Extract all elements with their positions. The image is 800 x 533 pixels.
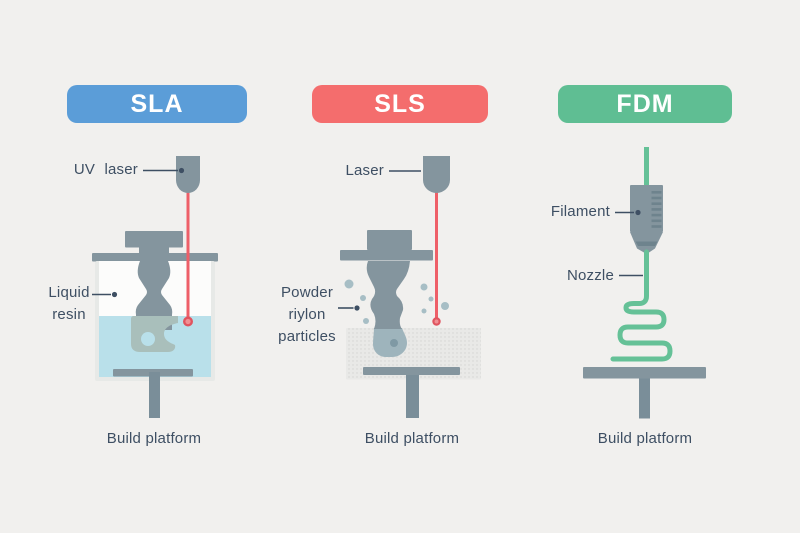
extruder-fin <box>651 219 662 223</box>
powder-particle <box>441 302 449 310</box>
label-powder-line3: particles <box>278 328 336 345</box>
label-nozzle: Nozzle <box>566 267 614 284</box>
powder-particle <box>363 318 369 324</box>
sls-laser-head-icon <box>423 156 450 193</box>
sls-machine <box>338 156 481 418</box>
sls-platform-stem <box>406 375 419 418</box>
extruder-fins <box>651 191 662 228</box>
sla-laser-spot-core <box>185 318 191 325</box>
liquid-resin-connector-dot <box>111 291 118 298</box>
label-powder-particles: Powder riylon particles <box>267 282 347 348</box>
label-sls-build-platform: Build platform <box>364 430 460 447</box>
powder-particle <box>360 295 366 301</box>
extruder-fin <box>651 202 662 205</box>
sls-carriage-bar <box>340 250 433 261</box>
sla-platform-stem <box>149 372 160 418</box>
sls-part-in-bed <box>373 328 407 357</box>
label-filament: Filament <box>550 203 610 220</box>
fdm-machine <box>583 147 706 419</box>
powder-particle <box>428 296 434 302</box>
label-powder-line1: Powder <box>280 284 334 301</box>
uv-laser-connector-dot <box>178 167 185 174</box>
sla-gantry-rail <box>92 253 218 262</box>
fdm-nozzle-band <box>635 241 658 246</box>
label-liquid-resin-line1: Liquid <box>48 284 90 301</box>
powder-particle <box>420 283 428 291</box>
fdm-header-badge: FDM <box>558 85 732 123</box>
sla-machine <box>92 156 218 418</box>
label-laser: Laser <box>345 162 384 179</box>
label-liquid-resin: Liquid resin <box>29 282 109 326</box>
fdm-build-platform <box>583 367 706 379</box>
sla-carriage-block <box>125 231 183 248</box>
label-powder-line2: riylon <box>288 306 326 323</box>
extruder-fin <box>651 213 662 217</box>
sla-laser-head-icon <box>176 156 200 193</box>
label-fdm-build-platform: Build platform <box>597 430 693 447</box>
sla-part-hole <box>141 332 155 346</box>
label-uv-laser: UV laser <box>73 161 138 178</box>
powder-particle <box>344 279 354 289</box>
sls-header-badge: SLS <box>312 85 488 123</box>
sls-laser-spot-core <box>434 319 439 324</box>
extruder-fin <box>651 196 662 200</box>
sla-header-badge: SLA <box>67 85 247 123</box>
extruder-fin <box>651 191 662 194</box>
powder-particle <box>421 308 427 314</box>
extruder-fin <box>651 208 662 211</box>
filament-connector-dot <box>635 209 641 216</box>
sls-part-detail-dot <box>390 339 398 347</box>
sla-printed-part <box>135 261 173 330</box>
powder-particles <box>344 279 449 324</box>
sls-build-platform <box>363 367 460 375</box>
powder-connector-dot <box>354 305 360 311</box>
label-sla-build-platform: Build platform <box>106 430 202 447</box>
sls-carriage-block <box>367 230 412 250</box>
sls-printed-part <box>366 261 410 329</box>
extruder-fin <box>651 225 662 228</box>
label-liquid-resin-line2: resin <box>52 306 86 323</box>
extruded-filament-squiggle <box>610 249 673 362</box>
fdm-platform-stem <box>639 378 650 419</box>
